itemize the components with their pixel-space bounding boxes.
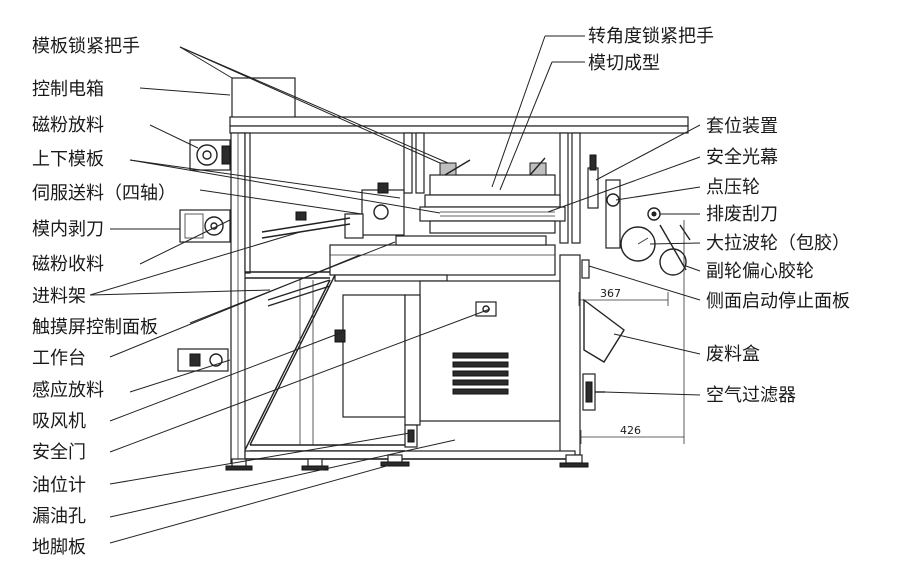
label-registration-device: 套位装置 [706, 116, 778, 137]
label-worktable: 工作台 [32, 348, 86, 369]
label-magnetic-rewind: 磁粉收料 [32, 254, 104, 275]
label-safety-door: 安全门 [32, 442, 86, 463]
label-oil-drain-hole: 漏油孔 [32, 506, 86, 527]
dimension-426: 426 [620, 424, 641, 437]
label-stripping-knife: 模内剥刀 [32, 219, 104, 240]
label-suction-fan: 吸风机 [32, 411, 86, 432]
label-oil-gauge: 油位计 [32, 475, 86, 496]
waste-box [583, 298, 625, 363]
label-angle-lock-handle: 转角度锁紧把手 [588, 26, 714, 47]
label-waste-box: 废料盒 [706, 344, 760, 365]
machine-drawing: 367 426 [177, 77, 691, 471]
label-side-start-stop-panel: 侧面启动停止面板 [706, 291, 850, 312]
left-labels: 模板锁紧把手 控制电箱 磁粉放料 上下模板 伺服送料（四轴） 模内剥刀 磁粉收料… [32, 36, 176, 558]
label-press-wheel: 点压轮 [706, 177, 760, 198]
label-upper-lower-die: 上下模板 [32, 149, 104, 170]
label-induction-unwind: 感应放料 [32, 380, 104, 401]
label-control-box: 控制电箱 [32, 79, 104, 100]
leader-lines [89, 35, 701, 544]
top-labels: 转角度锁紧把手 模切成型 [588, 26, 714, 74]
label-waste-scraper: 排废刮刀 [706, 204, 778, 225]
label-servo-feeding: 伺服送料（四轴） [32, 183, 176, 204]
label-big-pull-roller: 大拉波轮（包胶） [706, 233, 850, 254]
label-die-cut-forming: 模切成型 [588, 53, 660, 74]
top-beam [229, 116, 689, 127]
label-air-filter: 空气过滤器 [706, 385, 796, 406]
label-touchscreen-panel: 触摸屏控制面板 [32, 317, 158, 338]
label-feed-rack: 进料架 [32, 286, 86, 307]
label-eccentric-rubber-roller: 副轮偏心胶轮 [706, 261, 814, 282]
label-magnetic-unwind: 磁粉放料 [32, 115, 104, 136]
label-template-lock-handle: 模板锁紧把手 [32, 36, 140, 57]
vent-grille [452, 352, 509, 395]
right-labels: 套位装置 安全光幕 点压轮 排废刮刀 大拉波轮（包胶） 副轮偏心胶轮 侧面启动停… [706, 116, 850, 406]
label-foot-plate: 地脚板 [32, 537, 86, 558]
dimension-367: 367 [600, 287, 621, 300]
label-safety-light-curtain: 安全光幕 [706, 147, 778, 168]
